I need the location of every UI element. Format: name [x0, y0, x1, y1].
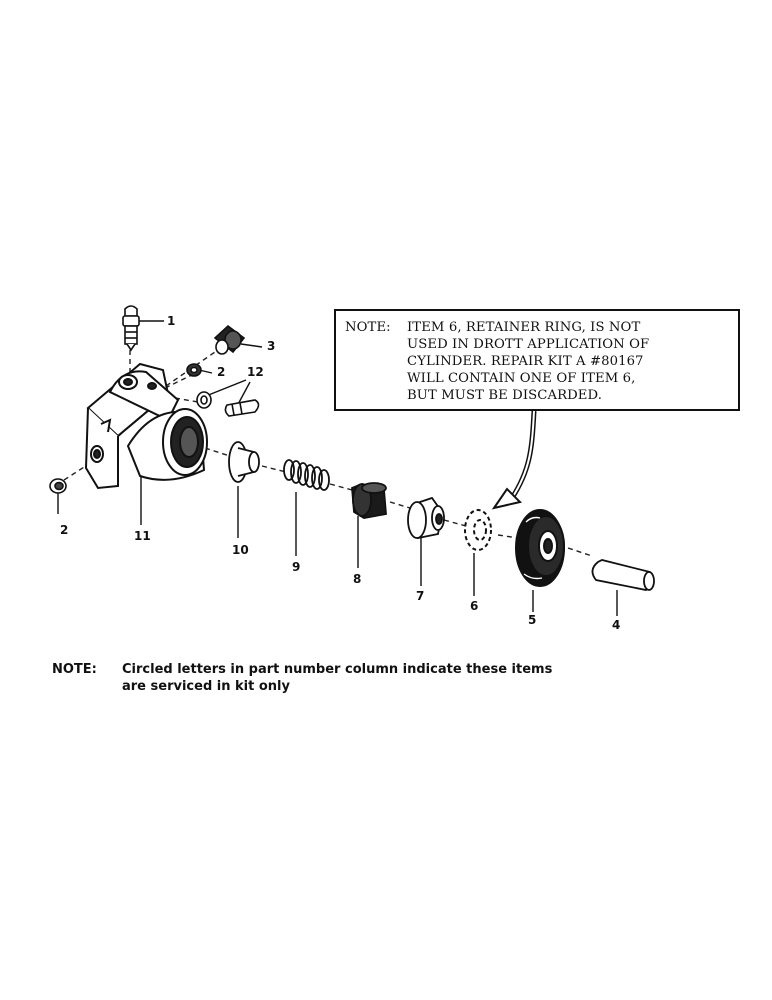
- bottom-note-line: are serviced in kit only: [122, 679, 290, 694]
- part-5-boot: [515, 509, 565, 587]
- callout-3: 3: [267, 339, 276, 353]
- callout-10: 10: [232, 543, 249, 557]
- part-2-washer-top: [186, 363, 202, 377]
- note-box-label: NOTE:: [345, 320, 391, 335]
- part-12-ring-and-pin: [196, 391, 260, 417]
- note-box-line: CYLINDER. REPAIR KIT A #80167: [407, 354, 644, 369]
- callout-4: 4: [612, 618, 621, 632]
- bottom-note-line: Circled letters in part number column in…: [122, 662, 553, 677]
- callout-8: 8: [353, 572, 362, 586]
- part-6-retainer-ring: [464, 509, 492, 551]
- callout-6: 6: [470, 599, 479, 613]
- part-8-cup: [351, 482, 387, 519]
- note-box-line: WILL CONTAIN ONE OF ITEM 6,: [407, 371, 636, 386]
- part-7-piston: [407, 496, 445, 540]
- callout-12: 12: [247, 365, 264, 379]
- part-10-cup-expander: [228, 441, 260, 483]
- part-3-plug: [213, 324, 246, 355]
- kit-service-note: NOTE: Circled letters in part number col…: [52, 661, 692, 695]
- callout-2-left: 2: [60, 523, 69, 537]
- part-11-cylinder-housing: [84, 362, 208, 490]
- callout-2-top: 2: [217, 365, 226, 379]
- callout-5: 5: [528, 613, 537, 627]
- part-1-bleeder-screw: [122, 305, 140, 352]
- note-arrow: [491, 410, 537, 510]
- part-9-spring: [283, 459, 330, 491]
- callout-9: 9: [292, 560, 301, 574]
- leader-lines: [57, 320, 618, 616]
- note-box-line: BUT MUST BE DISCARDED.: [407, 388, 602, 403]
- bottom-note-row: NOTE: Circled letters in part number col…: [52, 661, 692, 678]
- bottom-note-label: NOTE:: [52, 662, 97, 677]
- note-box-line: USED IN DROTT APPLICATION OF: [407, 337, 650, 352]
- retainer-ring-note-box: NOTE: ITEM 6, RETAINER RING, IS NOT USED…: [334, 309, 740, 411]
- note-box-row: NOTE: ITEM 6, RETAINER RING, IS NOT: [345, 319, 732, 336]
- part-4-push-rod: [591, 559, 655, 591]
- note-box-line: ITEM 6, RETAINER RING, IS NOT: [407, 320, 641, 335]
- part-2-washer-left: [49, 478, 67, 494]
- callout-1: 1: [167, 314, 176, 328]
- callout-11: 11: [134, 529, 151, 543]
- callout-7: 7: [416, 589, 425, 603]
